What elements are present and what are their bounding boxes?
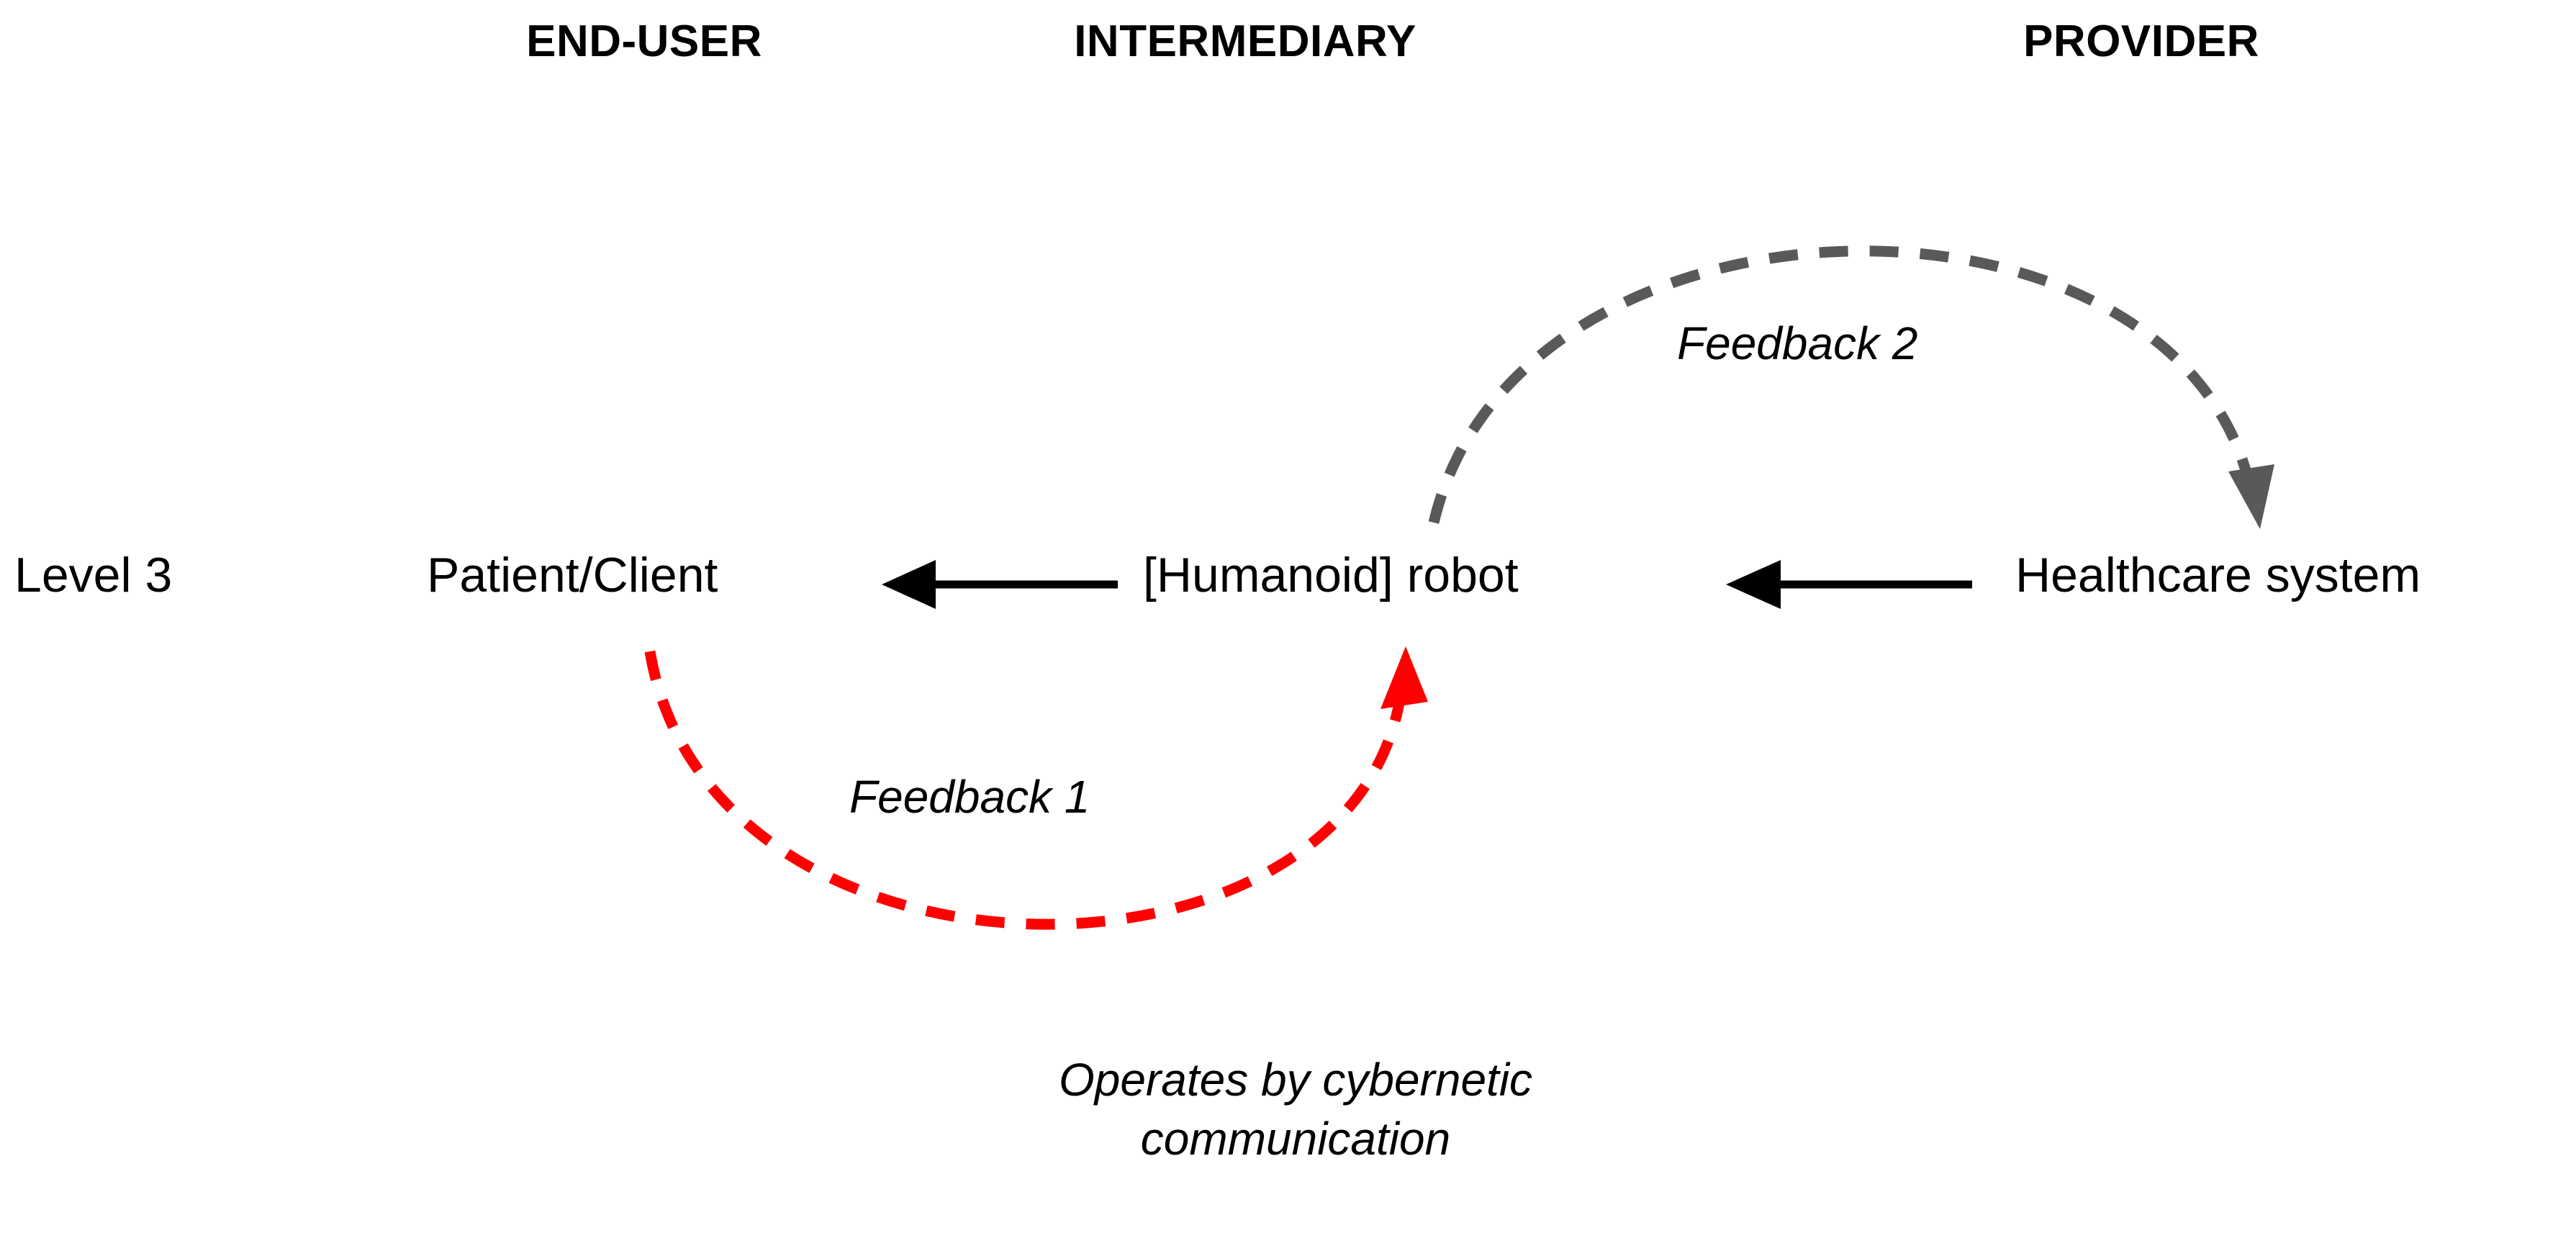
column-header-intermediary: INTERMEDIARY <box>1074 17 1416 66</box>
column-header-provider: PROVIDER <box>2023 17 2259 66</box>
level-label: Level 3 <box>14 548 173 602</box>
arrow-provider-to-intermediary-icon <box>1726 560 1972 609</box>
diagram-caption: Operates by cybernetic communication <box>864 1051 1727 1169</box>
feedback-1-label: Feedback 1 <box>849 771 1090 823</box>
column-header-end-user: END-USER <box>526 17 762 66</box>
caption-line-1: Operates by cybernetic <box>1058 1054 1533 1106</box>
feedback-2-label: Feedback 2 <box>1677 317 1918 369</box>
node-provider-healthcare-system: Healthcare system <box>2015 548 2421 602</box>
feedback-2-arc-icon <box>1428 245 2274 529</box>
caption-line-2: communication <box>1140 1112 1451 1165</box>
node-intermediary-humanoid-robot: [Humanoid] robot <box>1143 548 1519 602</box>
node-end-user-patient-client: Patient/Client <box>427 548 718 602</box>
arrow-intermediary-to-end-user-icon <box>882 560 1118 609</box>
